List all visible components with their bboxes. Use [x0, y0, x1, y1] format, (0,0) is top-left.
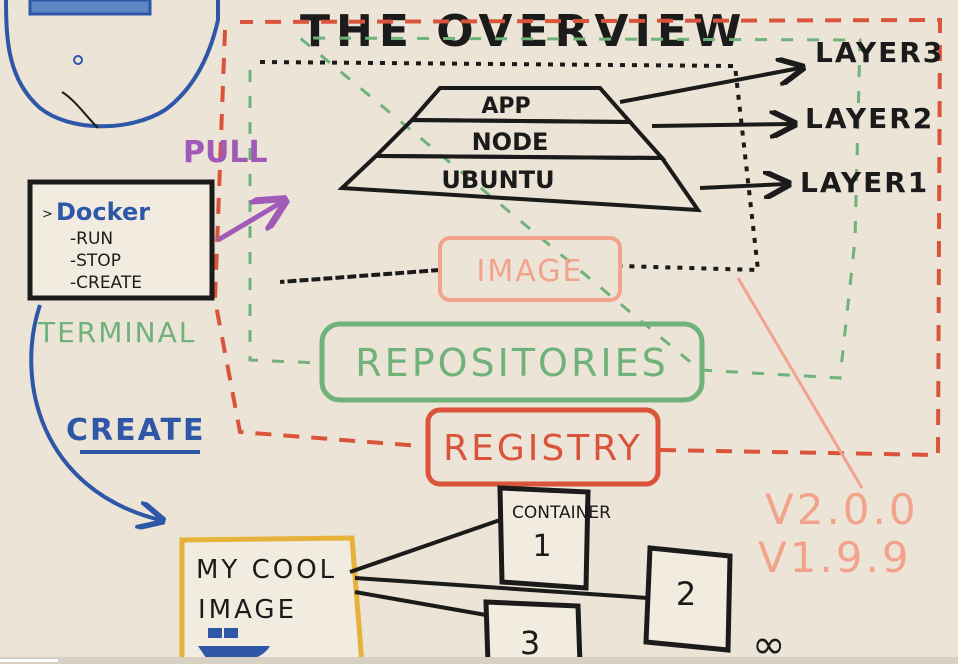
- layer-label: APP: [481, 94, 530, 119]
- pull-arrow: [216, 202, 282, 243]
- container-2: 2: [643, 545, 733, 653]
- container-number: 3: [520, 624, 540, 662]
- page-title: THE OVERVIEW: [300, 6, 747, 57]
- layer-label: NODE: [472, 128, 549, 156]
- version-label: V2.0.0: [765, 485, 919, 534]
- video-progress-played: [0, 659, 58, 662]
- my-image-label: IMAGE: [198, 595, 297, 625]
- container-link: [349, 518, 501, 574]
- repositories-boundary: [248, 36, 862, 380]
- prompt-icon: >: [42, 207, 53, 222]
- layer-3-label: LAYER3: [815, 36, 944, 69]
- video-progress-bar[interactable]: [0, 657, 958, 664]
- registry-boundary: [212, 17, 943, 458]
- my-image-label: MY COOL: [196, 555, 337, 585]
- layer-stack: APP NODE UBUNTU: [337, 86, 702, 213]
- layer-ubuntu: [337, 153, 702, 213]
- pull-label: PULL: [183, 135, 268, 170]
- repositories-label-box: REPOSITORIES: [319, 321, 705, 403]
- container-link: [354, 576, 649, 600]
- version-label: V1.9.9: [758, 533, 912, 582]
- registry-label-box: REGISTRY: [425, 407, 661, 487]
- create-label: CREATE: [66, 413, 205, 448]
- terminal-box: > Docker -RUN -STOP -CREATE: [27, 179, 215, 301]
- repositories-label: REPOSITORIES: [355, 341, 668, 385]
- image-boundary: [259, 60, 761, 284]
- container-3: 3: [483, 599, 583, 664]
- terminal-command: -STOP: [70, 251, 121, 271]
- container-caption: CONTAINER: [512, 503, 611, 523]
- docker-whale-icon: [4, 0, 220, 129]
- container-link: [354, 590, 487, 617]
- create-arrow: [29, 304, 160, 520]
- terminal-command: -CREATE: [70, 273, 142, 293]
- layer-annotations: LAYER3 LAYER2 LAYER1: [619, 36, 944, 199]
- image-label: IMAGE: [477, 254, 584, 289]
- container-number: 1: [532, 529, 551, 564]
- my-cool-image-box: MY COOL IMAGE: [179, 535, 365, 664]
- layer-1-label: LAYER1: [800, 166, 929, 199]
- layer-label: UBUNTU: [441, 166, 554, 194]
- terminal-command: -RUN: [70, 229, 113, 249]
- image-version-link: [736, 277, 864, 489]
- container-number: 2: [676, 575, 696, 613]
- registry-label: REGISTRY: [443, 428, 643, 469]
- terminal-label: TERMINAL: [37, 316, 196, 349]
- layer-2-label: LAYER2: [805, 102, 934, 135]
- container-1: 1: [497, 485, 591, 591]
- terminal-command: Docker: [56, 198, 150, 226]
- image-label-box: IMAGE: [438, 236, 622, 302]
